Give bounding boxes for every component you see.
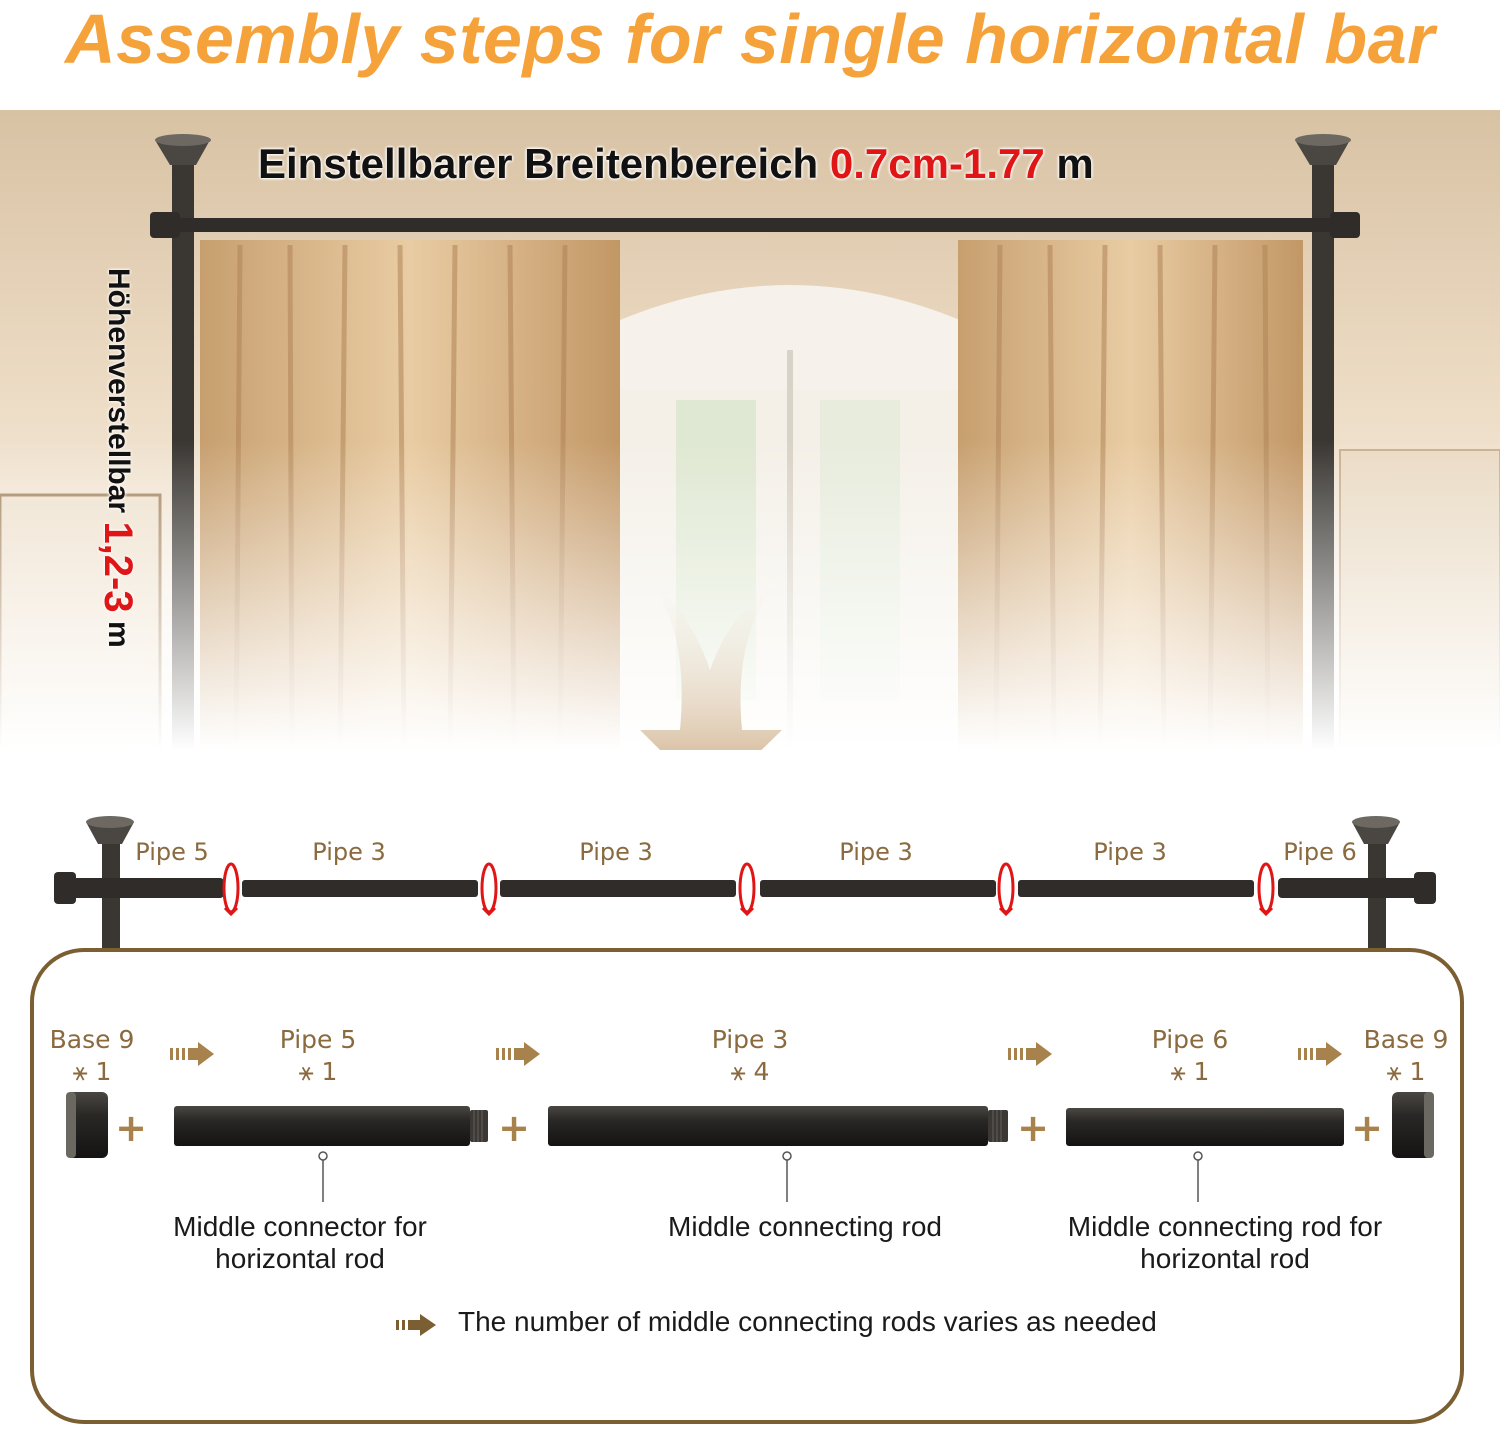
part-name: Pipe 6 [1151, 1025, 1229, 1054]
base9-right-part [1392, 1092, 1434, 1158]
down-arrow-icon [640, 570, 790, 750]
bar-label: Pipe 3 [312, 838, 386, 866]
note-arrow-icon [396, 1314, 436, 1336]
plus-icon: + [115, 1106, 147, 1150]
part-name: Pipe 3 [711, 1025, 789, 1054]
plus-icon: + [498, 1106, 530, 1150]
curtain-illustration [0, 110, 1500, 750]
bar-row-diagram [54, 816, 1436, 950]
part-qty: ⚹ 1 [1170, 1057, 1210, 1086]
flow-arrow-icon [1008, 1042, 1052, 1066]
part-qty: ⚹ 1 [72, 1057, 112, 1086]
bar-label: Pipe 3 [1093, 838, 1167, 866]
bar-pipe-3-c [760, 880, 996, 897]
assembly-note: The number of middle connecting rods var… [458, 1306, 1157, 1337]
bar-label: Pipe 3 [839, 838, 913, 866]
curtain-scene [0, 110, 1500, 750]
page-title: Assembly steps for single horizontal bar [65, 0, 1435, 78]
part-qty: ⚹ 1 [298, 1057, 338, 1086]
rotate-icon [997, 862, 1015, 917]
height-range-label: Höhenverstellbar 1,2-3 m [96, 268, 140, 648]
base9-left-part [66, 1092, 108, 1158]
desc-line: Middle connecting rod for [1067, 1211, 1383, 1242]
desc-line: horizontal rod [215, 1243, 385, 1274]
desc-line: Middle connector for [173, 1211, 427, 1242]
parts-diagram [66, 1042, 1434, 1202]
pipe6-part [1066, 1108, 1344, 1146]
bar-pipe-3-d [1018, 880, 1254, 897]
pipe5-part [174, 1106, 488, 1146]
height-range-value: 1,2-3 [96, 521, 140, 613]
height-range-unit: m [102, 620, 135, 648]
part-label-pipe3: Pipe 3 ⚹ 4 [712, 1024, 789, 1088]
rotate-icon [1257, 862, 1275, 917]
width-range-unit: m [1056, 140, 1094, 187]
plus-icon: + [1017, 1106, 1049, 1150]
flow-arrow-icon [170, 1042, 214, 1066]
width-range-label: Einstellbarer Breitenbereich 0.7cm-1.77 … [258, 140, 1094, 188]
pipe3-part [548, 1106, 1008, 1146]
bar-label: Pipe 3 [579, 838, 653, 866]
rotate-icon [222, 862, 240, 917]
bar-pipe-3-a [242, 880, 478, 897]
part-name: Base 9 [1363, 1025, 1449, 1054]
desc-line: Middle connecting rod [668, 1211, 942, 1242]
rotate-icon [738, 862, 756, 917]
width-range-text: Einstellbarer Breitenbereich [258, 140, 819, 187]
desc-pipe3: Middle connecting rod [668, 1211, 942, 1243]
left-end-post [54, 816, 224, 950]
rotate-icon [480, 862, 498, 917]
desc-line: horizontal rod [1140, 1243, 1310, 1274]
part-name: Base 9 [49, 1025, 135, 1054]
part-label-pipe5: Pipe 5 ⚹ 1 [280, 1024, 357, 1088]
height-range-text: Höhenverstellbar [102, 268, 135, 514]
part-label-pipe6: Pipe 6 ⚹ 1 [1152, 1024, 1229, 1088]
bar-label: Pipe 5 [135, 838, 209, 866]
part-qty: ⚹ 1 [1386, 1057, 1426, 1086]
part-name: Pipe 5 [279, 1025, 357, 1054]
flow-arrow-icon [496, 1042, 540, 1066]
bar-pipe-3-b [500, 880, 736, 897]
part-qty: ⚹ 4 [730, 1057, 770, 1086]
width-range-value: 0.7cm-1.77 [829, 140, 1045, 187]
part-label-base9-left: Base 9 ⚹ 1 [50, 1024, 135, 1088]
flow-arrow-icon [1298, 1042, 1342, 1066]
plus-icon: + [1351, 1106, 1383, 1150]
right-end-post [1278, 816, 1436, 950]
part-label-base9-right: Base 9 ⚹ 1 [1364, 1024, 1449, 1088]
parts-panel [30, 948, 1464, 1424]
bar-label: Pipe 6 [1283, 838, 1357, 866]
